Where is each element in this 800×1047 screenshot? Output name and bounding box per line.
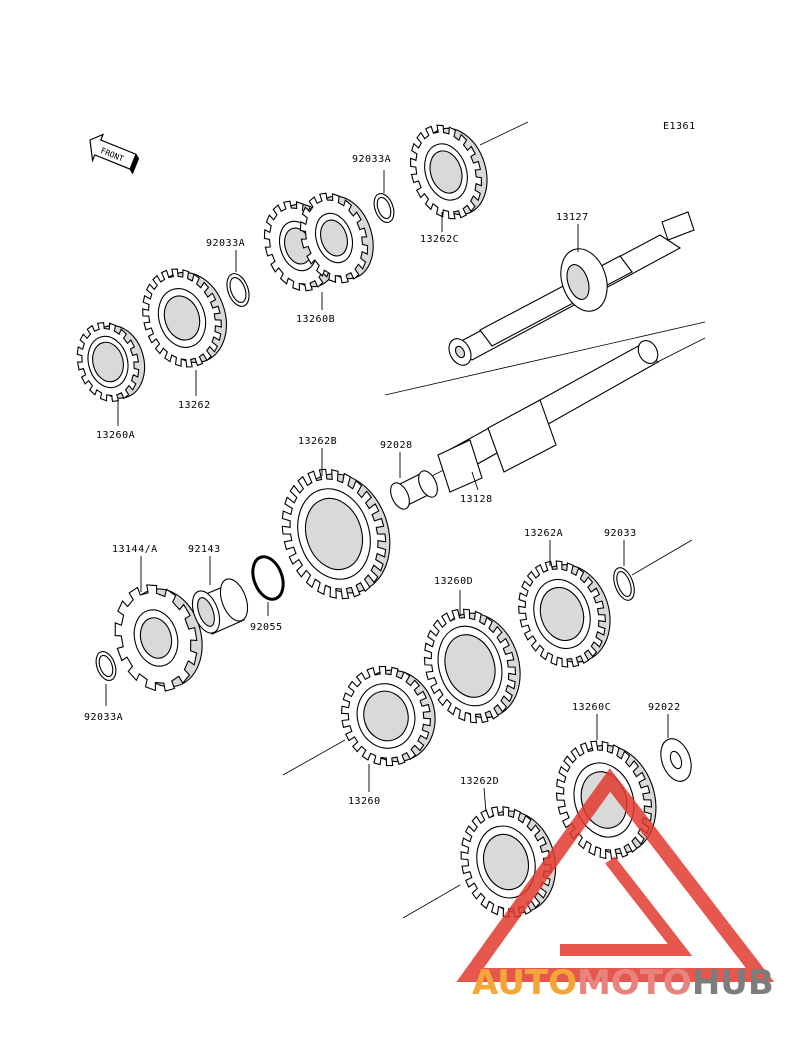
gear-13262A <box>518 560 611 668</box>
watermark-hub: HUB <box>692 963 774 1003</box>
part-label: 92033A <box>206 238 245 249</box>
part-label: 92143 <box>188 544 221 555</box>
front-arrow-icon: FRONT <box>89 133 140 175</box>
watermark-auto: AUTO <box>472 963 577 1003</box>
part-label: 13262A <box>524 528 563 539</box>
part-label: 13262B <box>298 436 337 447</box>
collar-92143 <box>191 578 249 635</box>
part-label: 92033 <box>604 528 637 539</box>
gear-13260A <box>76 321 146 403</box>
part-label: 92028 <box>380 440 413 451</box>
diagram-id: E1361 <box>663 121 696 132</box>
shaft-13128 <box>417 337 706 493</box>
watermark-moto: MOTO <box>577 963 692 1003</box>
part-label: 92022 <box>648 702 681 713</box>
part-label: 13262D <box>460 776 499 787</box>
part-label: 92055 <box>250 622 283 633</box>
part-label: 13260 <box>348 796 381 807</box>
gear-13127 <box>560 248 608 312</box>
part-label: 13128 <box>460 494 493 505</box>
gear-13262C <box>410 124 488 220</box>
leader-lines <box>105 170 669 813</box>
oring-92055 <box>251 555 285 601</box>
gear-13260B-b <box>299 192 374 284</box>
part-label: 13144/A <box>112 544 158 555</box>
gear-13262B <box>281 468 391 600</box>
bushing-92028 <box>390 470 438 510</box>
watermark-text: AUTOMOTOHUB <box>472 963 774 1003</box>
part-label: 13262 <box>178 400 211 411</box>
part-labels: 92033A 13262C 92033A 13260B 13127 13262 … <box>84 154 681 807</box>
gear-13260D <box>423 608 521 724</box>
svg-text:AUTOMOTOHUB: AUTOMOTOHUB <box>472 963 774 1003</box>
part-label: 13262C <box>420 234 459 245</box>
sprocket-13144A <box>114 584 203 692</box>
watermark-logo <box>456 768 775 982</box>
part-label: 13260B <box>296 314 335 325</box>
gear-13260 <box>341 665 436 767</box>
part-label: 92033A <box>352 154 391 165</box>
part-label: 13260A <box>96 430 135 441</box>
part-label: 13127 <box>556 212 589 223</box>
gear-13262 <box>142 268 227 368</box>
part-label: 13260D <box>434 576 473 587</box>
part-label: 92033A <box>84 712 123 723</box>
part-label: 13260C <box>572 702 611 713</box>
gear-set <box>76 124 657 918</box>
